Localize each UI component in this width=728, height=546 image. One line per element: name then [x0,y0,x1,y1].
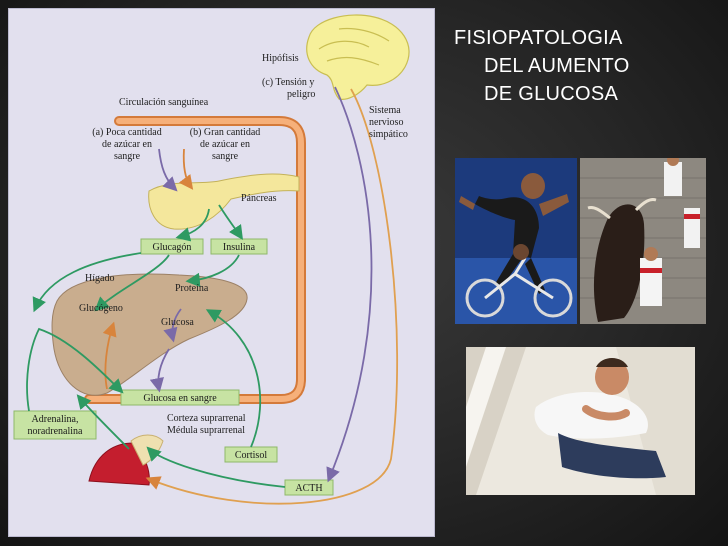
glucagon-label: Glucagón [153,242,192,253]
glucose-regulation-diagram: Hipófisis (c) Tensión y peligro Sistema … [8,8,435,537]
diagram-graphic: Hipófisis (c) Tensión y peligro Sistema … [13,14,410,505]
adrenalina-box [13,410,97,440]
liver-illustration [51,273,248,396]
glucosa-sangre-box [120,389,240,406]
adrenalina-label-2: noradrenalina [28,426,84,437]
gran-label-1: (b) Gran cantidad [190,127,261,138]
insulina-label: Insulina [223,242,256,253]
proteina-label: Proteína [175,283,209,294]
brain-illustration [306,14,410,100]
title-line-1: FISIOPATOLOGIA [454,27,623,49]
acth-label: ACTH [295,483,322,494]
circulacion-label: Circulación sanguínea [119,97,209,108]
glucosa-label: Glucosa [161,317,194,328]
acth-box [284,479,334,496]
poca-label-3: sangre [114,151,141,162]
sistema-label-2: nervioso [369,117,403,128]
title-line-3: DE GLUCOSA [484,83,619,105]
corteza-label: Corteza suprarrenal [167,413,246,424]
gran-label-3: sangre [212,151,239,162]
glucogeno-label: Glucógeno [79,303,123,314]
bull-run-photo [580,158,706,324]
glucagon-box [140,238,204,255]
poca-label-1: (a) Poca cantidad [92,127,161,138]
higado-label: Hígado [85,273,114,284]
sistema-label-3: simpático [369,129,408,140]
gran-label-2: de azúcar en [200,139,250,150]
tension-label-2: peligro [287,89,315,100]
cortisol-label: Cortisol [235,450,267,461]
title-line-2: DEL AUMENTO [484,55,630,77]
poca-label-2: de azúcar en [102,139,152,150]
sports-photo [455,158,577,324]
hipofisis-label: Hipófisis [262,53,299,64]
sistema-label-1: Sistema [369,105,401,116]
man-in-pain-photo [466,347,695,495]
adrenalina-label-1: Adrenalina, [32,414,79,425]
pancreas-label: Páncreas [241,193,277,204]
slide-title: FISIOPATOLOGIA DEL AUMENTO DE GLUCOSA [454,24,704,108]
medula-label: Médula suprarrenal [167,425,245,436]
glucosa-sangre-label: Glucosa en sangre [143,393,217,404]
tension-label-1: (c) Tensión y [262,77,314,88]
